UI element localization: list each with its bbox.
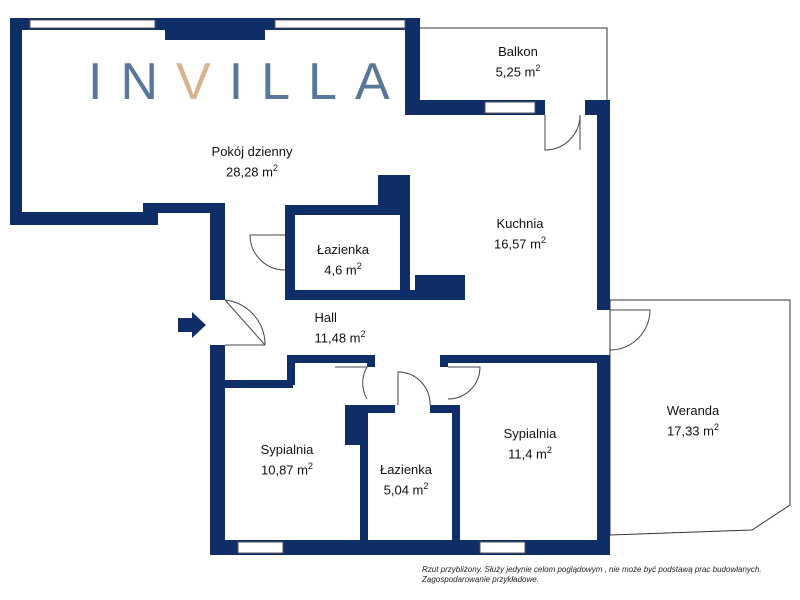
room-label-lazienka-1: Łazienka 4,6 m2 bbox=[317, 242, 369, 278]
room-label-lazienka-2: Łazienka 5,04 m2 bbox=[380, 462, 432, 498]
room-label-kuchnia: Kuchnia 16,57 m2 bbox=[494, 216, 546, 252]
room-area: 11,48 m bbox=[314, 330, 361, 346]
disclaimer-line-2: Zagospodarowanie przykładowe. bbox=[422, 575, 539, 584]
room-name: Balkon bbox=[498, 44, 538, 59]
room-area: 4,6 m bbox=[324, 262, 357, 278]
room-name: Hall bbox=[314, 310, 337, 325]
room-area: 5,04 m bbox=[383, 482, 424, 498]
room-name: Sypialnia bbox=[503, 426, 557, 441]
room-area: 11,4 m bbox=[508, 446, 547, 462]
room-area: 5,25 m bbox=[495, 64, 536, 80]
logo: INVILLA bbox=[88, 52, 408, 112]
balcony-outline bbox=[420, 27, 608, 100]
room-name: Sypialnia bbox=[260, 442, 314, 457]
room-name: Weranda bbox=[666, 403, 720, 418]
logo-accent: V bbox=[176, 53, 229, 111]
room-area: 16,57 m bbox=[494, 236, 541, 252]
disclaimer-note: Rzut przybliżony. Służy jedynie celom po… bbox=[422, 565, 762, 585]
logo-suffix: ILLA bbox=[228, 53, 408, 111]
room-label-balkon: Balkon 5,25 m2 bbox=[496, 44, 541, 80]
logo-prefix: IN bbox=[88, 53, 176, 111]
unit-sup: 2 bbox=[356, 261, 362, 271]
unit-sup: 2 bbox=[713, 422, 719, 432]
unit-sup: 2 bbox=[535, 63, 541, 73]
room-area: 17,33 m bbox=[666, 423, 714, 439]
room-label-sypialnia-2: Sypialnia 11,4 m2 bbox=[504, 426, 557, 462]
room-name: Kuchnia bbox=[496, 216, 544, 231]
room-area: 10,87 m bbox=[260, 462, 308, 478]
unit-sup: 2 bbox=[272, 163, 278, 173]
doors bbox=[224, 114, 651, 406]
room-name: Pokój dzienny bbox=[211, 144, 293, 159]
windows bbox=[29, 19, 536, 554]
disclaimer-line-1: Rzut przybliżony. Służy jedynie celom po… bbox=[422, 565, 762, 574]
unit-sup: 2 bbox=[307, 461, 313, 471]
room-label-weranda: Weranda 17,33 m2 bbox=[667, 403, 720, 439]
room-label-pokoj-dzienny: Pokój dzienny 28,28 m2 bbox=[212, 144, 293, 180]
unit-sup: 2 bbox=[546, 445, 552, 455]
room-name: Łazienka bbox=[316, 242, 370, 257]
unit-sup: 2 bbox=[540, 235, 546, 245]
room-label-sypialnia-1: Sypialnia 10,87 m2 bbox=[261, 442, 314, 478]
room-name: Łazienka bbox=[379, 462, 433, 477]
room-label-hall: Hall 11,48 m2 bbox=[314, 310, 365, 346]
unit-sup: 2 bbox=[360, 329, 366, 339]
entrance-arrow-icon bbox=[178, 312, 206, 338]
room-area: 28,28 m bbox=[225, 164, 273, 180]
unit-sup: 2 bbox=[423, 481, 429, 491]
